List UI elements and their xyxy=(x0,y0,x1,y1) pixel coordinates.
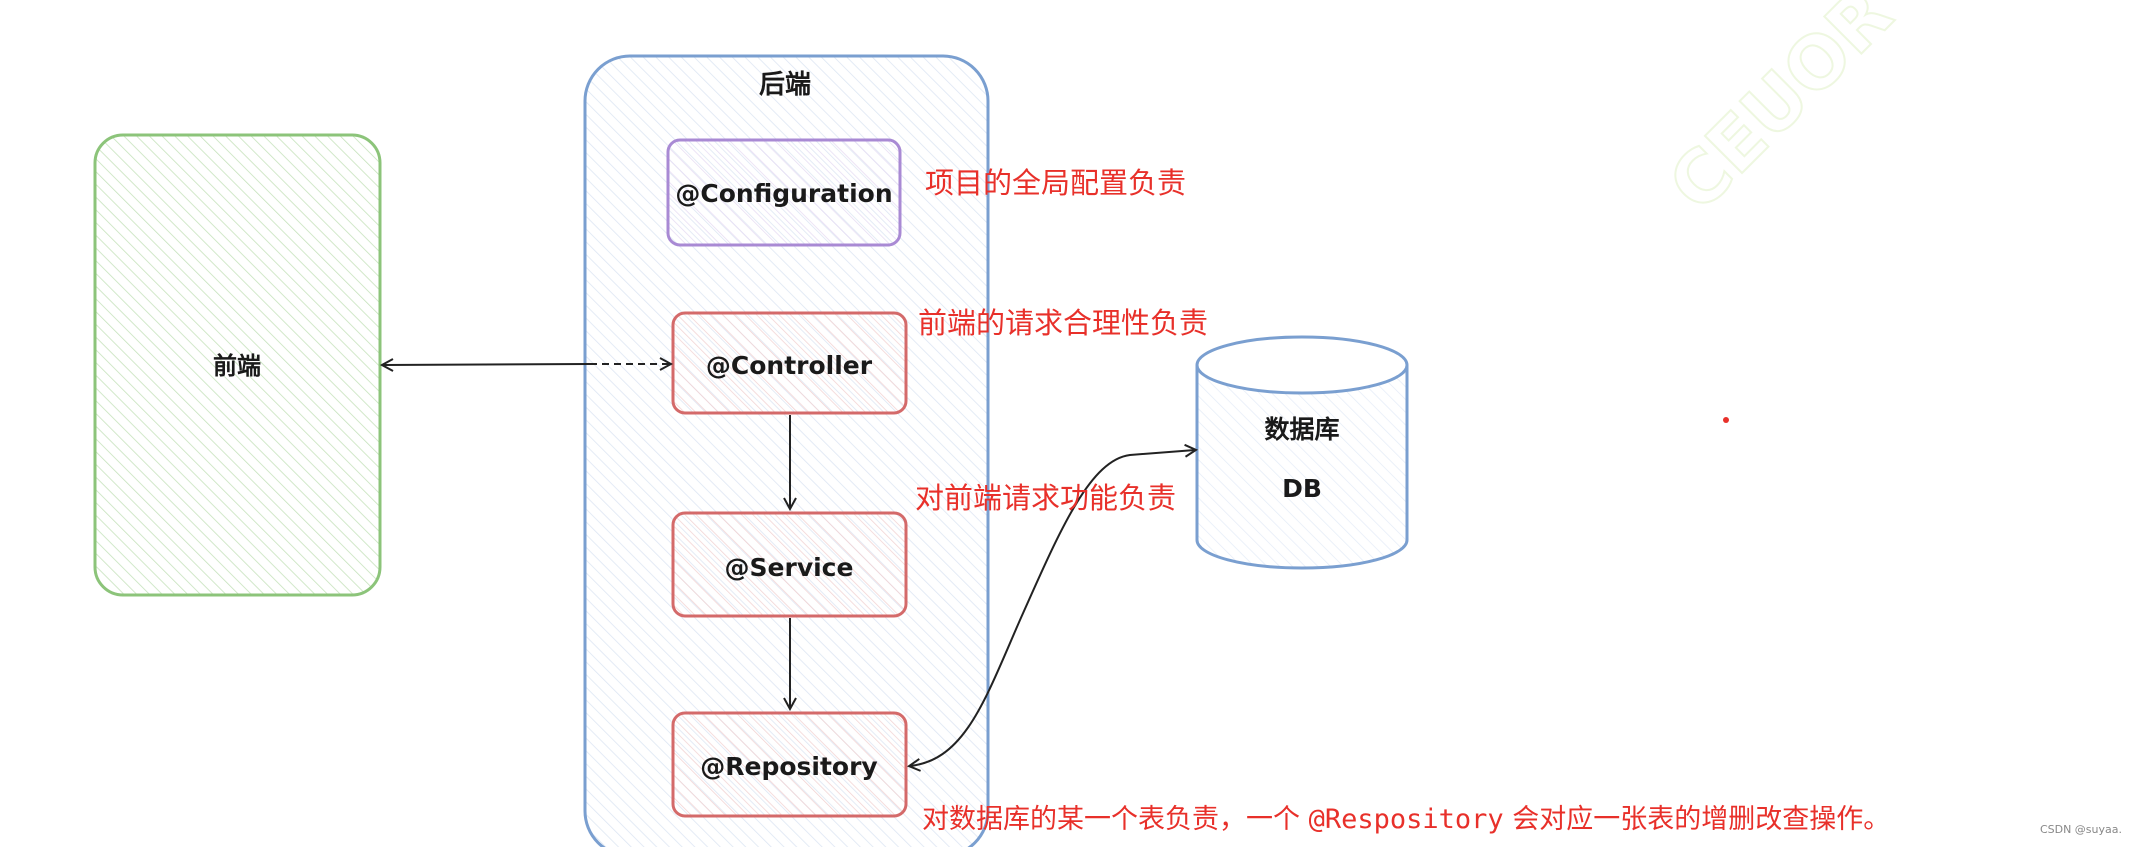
database-sublabel: DB xyxy=(1282,474,1322,503)
service-annotation: 对前端请求功能负责 xyxy=(915,481,1176,515)
repository-annotation: 对数据库的某一个表负责，一个 @Respository 会对应一张表的增删改查操… xyxy=(922,804,1890,835)
configuration-node: @Configuration xyxy=(666,138,902,247)
watermark-text: CEUOR xyxy=(1653,0,1908,227)
repository-label: @Repository xyxy=(700,752,877,781)
frontend-backend-arrow xyxy=(383,364,591,365)
controller-annotation: 前端的请求合理性负责 xyxy=(918,306,1208,340)
frontend-label: 前端 xyxy=(213,352,261,380)
service-label: @Service xyxy=(725,553,854,582)
footer-credit: CSDN @suyaa. xyxy=(2040,823,2122,836)
repository-annotation-suffix: 会对应一张表的增删改查操作。 xyxy=(1504,804,1891,835)
watermark: CEUOR xyxy=(1652,0,1909,228)
repository-annotation-code: @Respository xyxy=(1309,804,1504,835)
repository-node: @Repository xyxy=(671,711,908,818)
repository-database-arrow xyxy=(910,450,1195,766)
red-dot xyxy=(1723,417,1729,423)
service-node: @Service xyxy=(671,511,908,618)
connectors xyxy=(383,364,1195,766)
backend-title: 后端 xyxy=(759,70,811,100)
frontend-box: 前端 xyxy=(93,133,382,597)
controller-label: @Controller xyxy=(706,351,873,380)
database-label: 数据库 xyxy=(1264,415,1339,444)
database-cylinder: 数据库 DB xyxy=(1195,335,1409,570)
repository-annotation-prefix: 对数据库的某一个表负责，一个 xyxy=(922,804,1309,835)
controller-node: @Controller xyxy=(671,311,908,415)
configuration-label: @Configuration xyxy=(675,179,892,208)
configuration-annotation: 项目的全局配置负责 xyxy=(925,166,1186,200)
